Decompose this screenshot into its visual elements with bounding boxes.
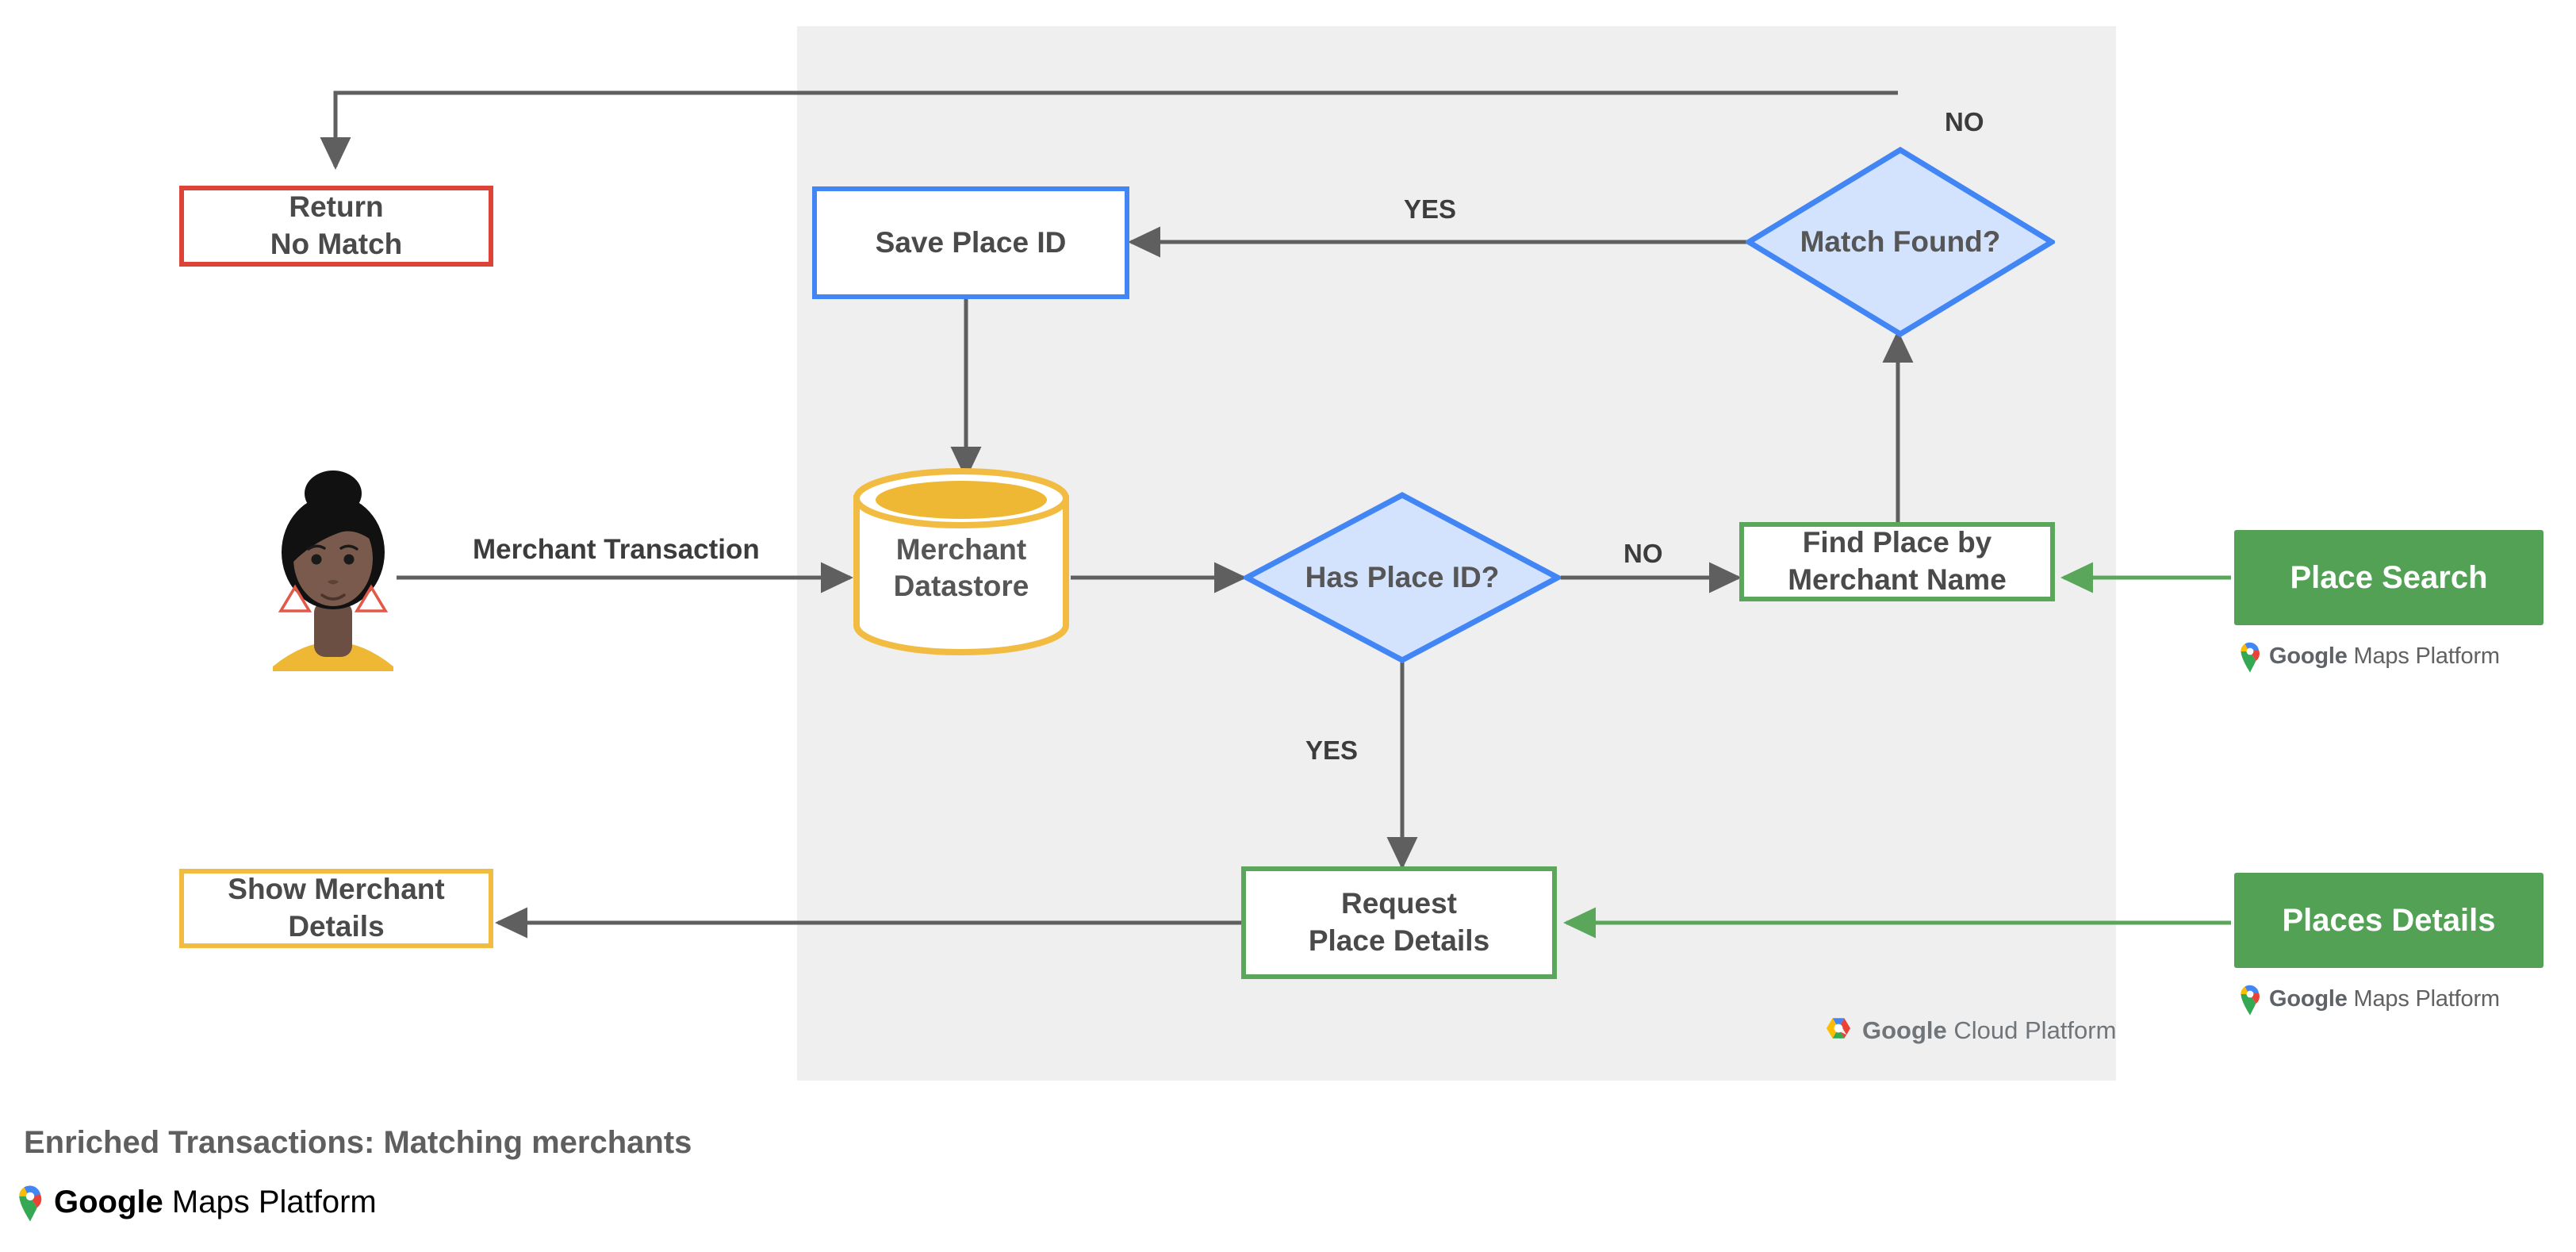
node-find-place-by-merchant-name[interactable]: Find Place by Merchant Name bbox=[1739, 522, 2055, 601]
chip-place-search-label: Place Search bbox=[2290, 559, 2488, 595]
node-return-no-match[interactable]: Return No Match bbox=[179, 186, 493, 267]
maps-pin-icon bbox=[2241, 642, 2260, 673]
node-request-place-details-label: Request Place Details bbox=[1308, 887, 1490, 957]
node-show-merchant-details-label: Show Merchant Details bbox=[228, 873, 445, 943]
google-maps-platform-logo-place-search: Google Maps Platform bbox=[2238, 639, 2500, 673]
node-return-no-match-label: Return No Match bbox=[270, 190, 403, 260]
edge-label-match-found-no: NO bbox=[1945, 107, 1984, 136]
edge-label-has-place-id-no: NO bbox=[1623, 539, 1663, 568]
google-cloud-platform-logo: Google Cloud Platform bbox=[1823, 1016, 2116, 1045]
edge-label-merchant-transaction: Merchant Transaction bbox=[473, 534, 760, 565]
maps-pin-icon bbox=[2241, 985, 2260, 1016]
node-request-place-details[interactable]: Request Place Details bbox=[1241, 866, 1557, 979]
chip-places-details-label: Places Details bbox=[2282, 902, 2496, 938]
footer-google-maps-platform-logo: Google Maps Platform bbox=[16, 1182, 377, 1222]
edge-label-match-found-yes: YES bbox=[1404, 194, 1457, 224]
node-merchant-datastore[interactable]: Merchant Datastore bbox=[850, 467, 1072, 657]
customer-avatar bbox=[262, 467, 404, 673]
google-maps-platform-logo-places-details: Google Maps Platform bbox=[2238, 982, 2500, 1016]
diagram-caption: Enriched Transactions: Matching merchant… bbox=[24, 1125, 692, 1160]
node-save-place-id[interactable]: Save Place ID bbox=[812, 186, 1129, 299]
google-maps-platform-wordmark: Google Maps Platform bbox=[54, 1184, 377, 1219]
node-has-place-id[interactable]: Has Place ID? bbox=[1244, 492, 1561, 663]
node-find-place-by-merchant-name-label: Find Place by Merchant Name bbox=[1788, 526, 2007, 596]
chip-places-details[interactable]: Places Details bbox=[2234, 873, 2543, 968]
cloud-hexagon-icon bbox=[1827, 1018, 1850, 1039]
chip-place-search[interactable]: Place Search bbox=[2234, 530, 2543, 625]
edge-label-has-place-id-yes: YES bbox=[1305, 735, 1359, 765]
node-save-place-id-label: Save Place ID bbox=[875, 225, 1067, 259]
node-show-merchant-details[interactable]: Show Merchant Details bbox=[179, 869, 493, 948]
google-maps-platform-wordmark: Google Maps Platform bbox=[2269, 985, 2500, 1012]
maps-pin-icon bbox=[19, 1185, 42, 1222]
google-cloud-platform-wordmark: Google Cloud Platform bbox=[1862, 1016, 2117, 1044]
google-maps-platform-wordmark: Google Maps Platform bbox=[2269, 643, 2500, 669]
node-match-found[interactable]: Match Found? bbox=[1746, 147, 2055, 337]
